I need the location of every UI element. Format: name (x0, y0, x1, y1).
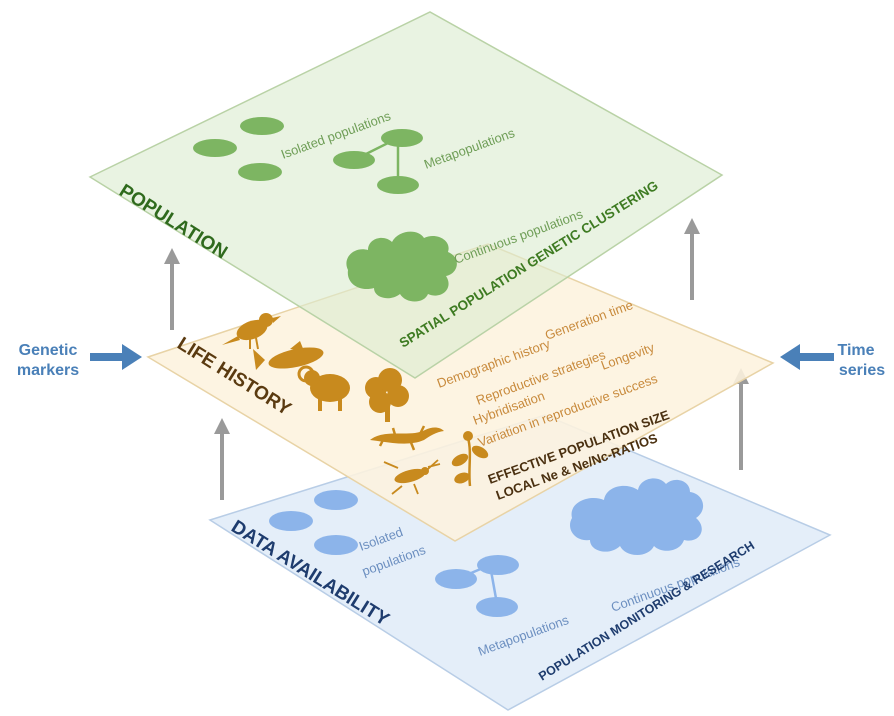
time-series-label-1: Time (837, 342, 874, 359)
tree-icon (365, 368, 409, 422)
insect-icon (383, 459, 441, 495)
data-continuous-cloud (570, 478, 704, 555)
data-isolated-blobs (269, 490, 358, 555)
data-metapopulation-icon (435, 555, 519, 617)
bird-icon (222, 313, 281, 350)
ram-icon (297, 365, 350, 411)
data-isolated-blob (314, 490, 358, 510)
time-series-arrow (780, 344, 834, 370)
data-isolated-blob (314, 535, 358, 555)
genetic-markers-label-1: Genetic (19, 342, 78, 359)
population-isolated-blobs (193, 117, 284, 181)
population-isolated-blob (240, 117, 284, 135)
population-continuous-cloud (346, 231, 457, 302)
population-isolated-blob (238, 163, 282, 181)
time-series-label-2: series (839, 362, 885, 379)
genetic-markers-arrow (90, 344, 142, 370)
salamander-icon (370, 425, 444, 451)
population-isolated-blob (193, 139, 237, 157)
fish-icon (253, 341, 324, 370)
genetic-markers-label-2: markers (17, 362, 79, 379)
plant-icon (451, 431, 489, 487)
data-isolated-blob (269, 511, 313, 531)
population-plane (88, 11, 724, 379)
population-metapopulation-icon (333, 129, 423, 194)
